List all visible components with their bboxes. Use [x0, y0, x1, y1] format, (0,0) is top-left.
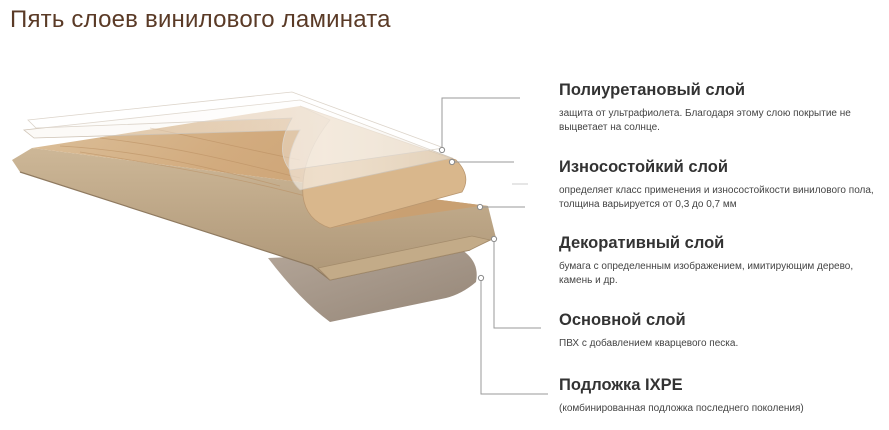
layer-title: Подложка IXPE: [559, 376, 683, 394]
layer-description: защита от ультрафиолета. Благодаря этому…: [559, 108, 851, 133]
wood-grain: [59, 127, 321, 201]
core-layer-side: [12, 148, 496, 280]
layer-polyurethane: Полиуретановый слой защита от ультрафиол…: [559, 80, 881, 135]
pu-layer-film: [27, 91, 445, 171]
layer-description: (комбинированная подложка последнего пок…: [559, 403, 804, 414]
leader-lines: [441, 97, 548, 395]
layer-core: Основной слой ПВХ с добавлением кварцево…: [559, 310, 881, 351]
layer-underlay: Подложка IXPE (комбинированная подложка …: [559, 375, 881, 416]
layer-title: Основной слой: [559, 311, 686, 329]
layer-description: ПВХ с добавлением кварцевого песка.: [559, 338, 739, 349]
layer-decorative: Декоративный слой бумага с определенным …: [559, 233, 881, 288]
leader-dots: [438, 146, 498, 282]
layer-wear-resistant: Износостойкий слой определяет класс прим…: [559, 157, 881, 212]
layer-title: Декоративный слой: [559, 234, 725, 252]
layer-description: определяет класс применения и износостой…: [559, 185, 874, 210]
tongue-groove: [317, 235, 492, 281]
layer-title: Полиуретановый слой: [559, 81, 746, 99]
layer-title: Износостойкий слой: [559, 158, 728, 176]
page-title: Пять слоев винилового ламината: [10, 6, 391, 33]
layer-description: бумага с определенным изображением, имит…: [559, 261, 854, 286]
leader-tick: [512, 183, 528, 185]
